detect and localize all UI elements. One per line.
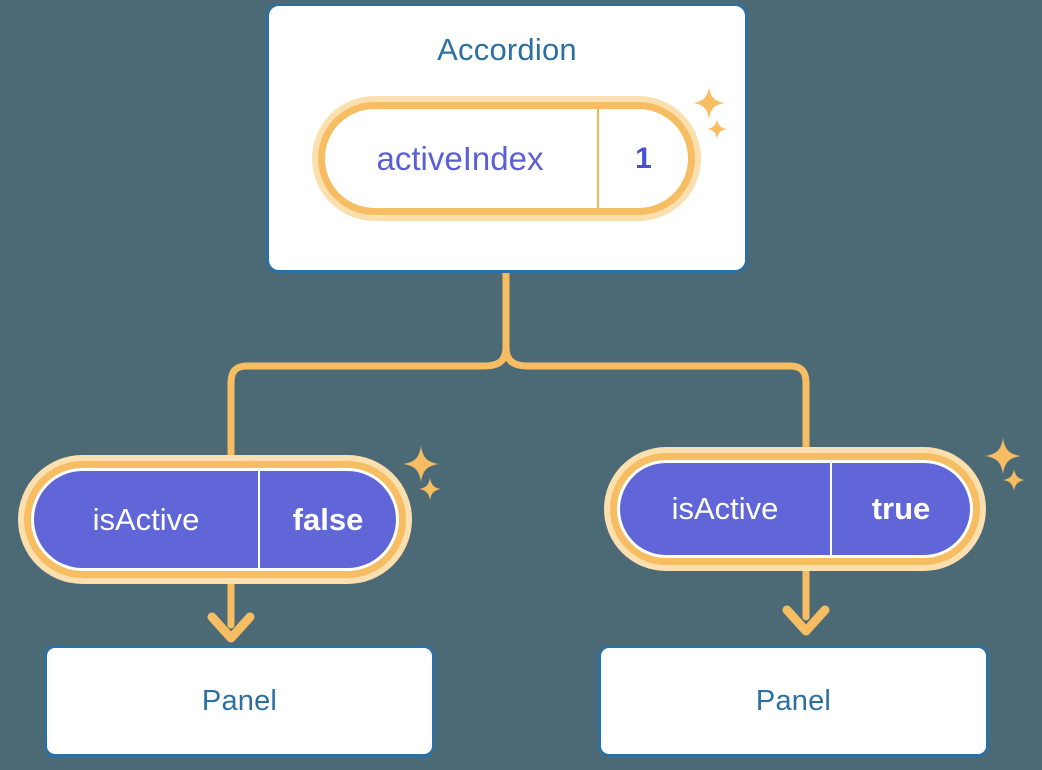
state-pill-inner: isActive false — [34, 471, 396, 568]
state-value-label: true — [871, 491, 931, 526]
sparkle-icon — [418, 477, 442, 501]
state-key-label: isActive — [34, 471, 260, 568]
state-key-label: activeIndex — [325, 109, 599, 208]
state-value-label: 1 — [635, 141, 652, 175]
state-pill-activeindex[interactable]: activeIndex 1 — [312, 96, 701, 221]
panel-component-card-right[interactable]: Panel — [598, 645, 989, 757]
sparkle-icon — [984, 437, 1022, 475]
state-value-label: false — [292, 501, 364, 537]
sparkle-icon — [1002, 468, 1026, 492]
panel-title: Panel — [755, 684, 832, 717]
state-pill-isactive-true[interactable]: isActive true — [604, 447, 986, 571]
state-pill-body: isActive false — [24, 461, 406, 578]
sparkle-icon — [402, 445, 440, 483]
state-pill-inner: isActive true — [620, 463, 970, 555]
arrow-down-icon-right — [782, 605, 830, 636]
state-pill-body: isActive true — [610, 453, 980, 565]
arrow-down-icon-left — [207, 612, 255, 643]
panel-component-card-left[interactable]: Panel — [44, 645, 435, 757]
state-key-label: isActive — [620, 463, 832, 555]
state-pill-body: activeIndex 1 — [318, 102, 695, 215]
panel-title: Panel — [201, 684, 278, 717]
accordion-title: Accordion — [437, 32, 577, 67]
state-pill-isactive-false[interactable]: isActive false — [18, 455, 412, 584]
